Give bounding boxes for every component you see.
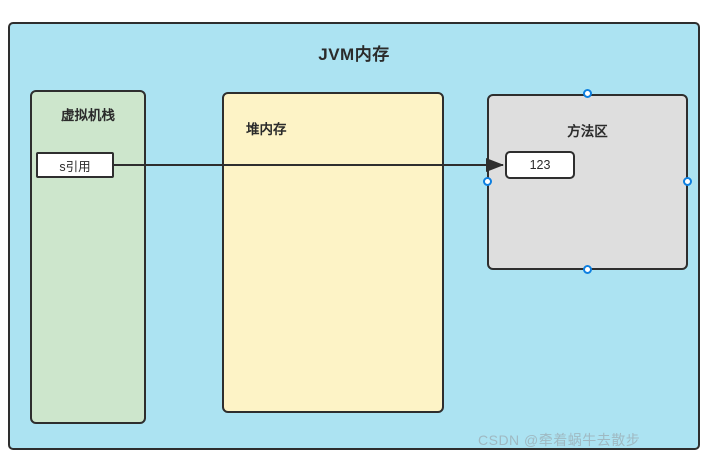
region-label-method-area: 方法区 bbox=[567, 124, 608, 139]
selection-handle-top[interactable] bbox=[583, 89, 592, 98]
region-label-virtual-machine-stack: 虚拟机栈 bbox=[61, 108, 115, 123]
region-virtual-machine-stack[interactable]: 虚拟机栈 bbox=[30, 90, 146, 424]
selection-handle-left[interactable] bbox=[483, 177, 492, 186]
selection-handle-right[interactable] bbox=[683, 177, 692, 186]
region-method-area[interactable]: 方法区 bbox=[487, 94, 688, 270]
stack-reference-slot[interactable]: s引用 bbox=[36, 152, 114, 178]
region-heap-memory[interactable]: 堆内存 bbox=[222, 92, 444, 413]
selection-handle-bottom[interactable] bbox=[583, 265, 592, 274]
region-label-heap-memory: 堆内存 bbox=[246, 122, 287, 137]
method-area-value-slot[interactable]: 123 bbox=[505, 151, 575, 179]
csdn-watermark: CSDN @牵着蜗牛去散步 bbox=[478, 432, 641, 448]
jvm-memory-title: JVM内存 bbox=[318, 45, 390, 64]
